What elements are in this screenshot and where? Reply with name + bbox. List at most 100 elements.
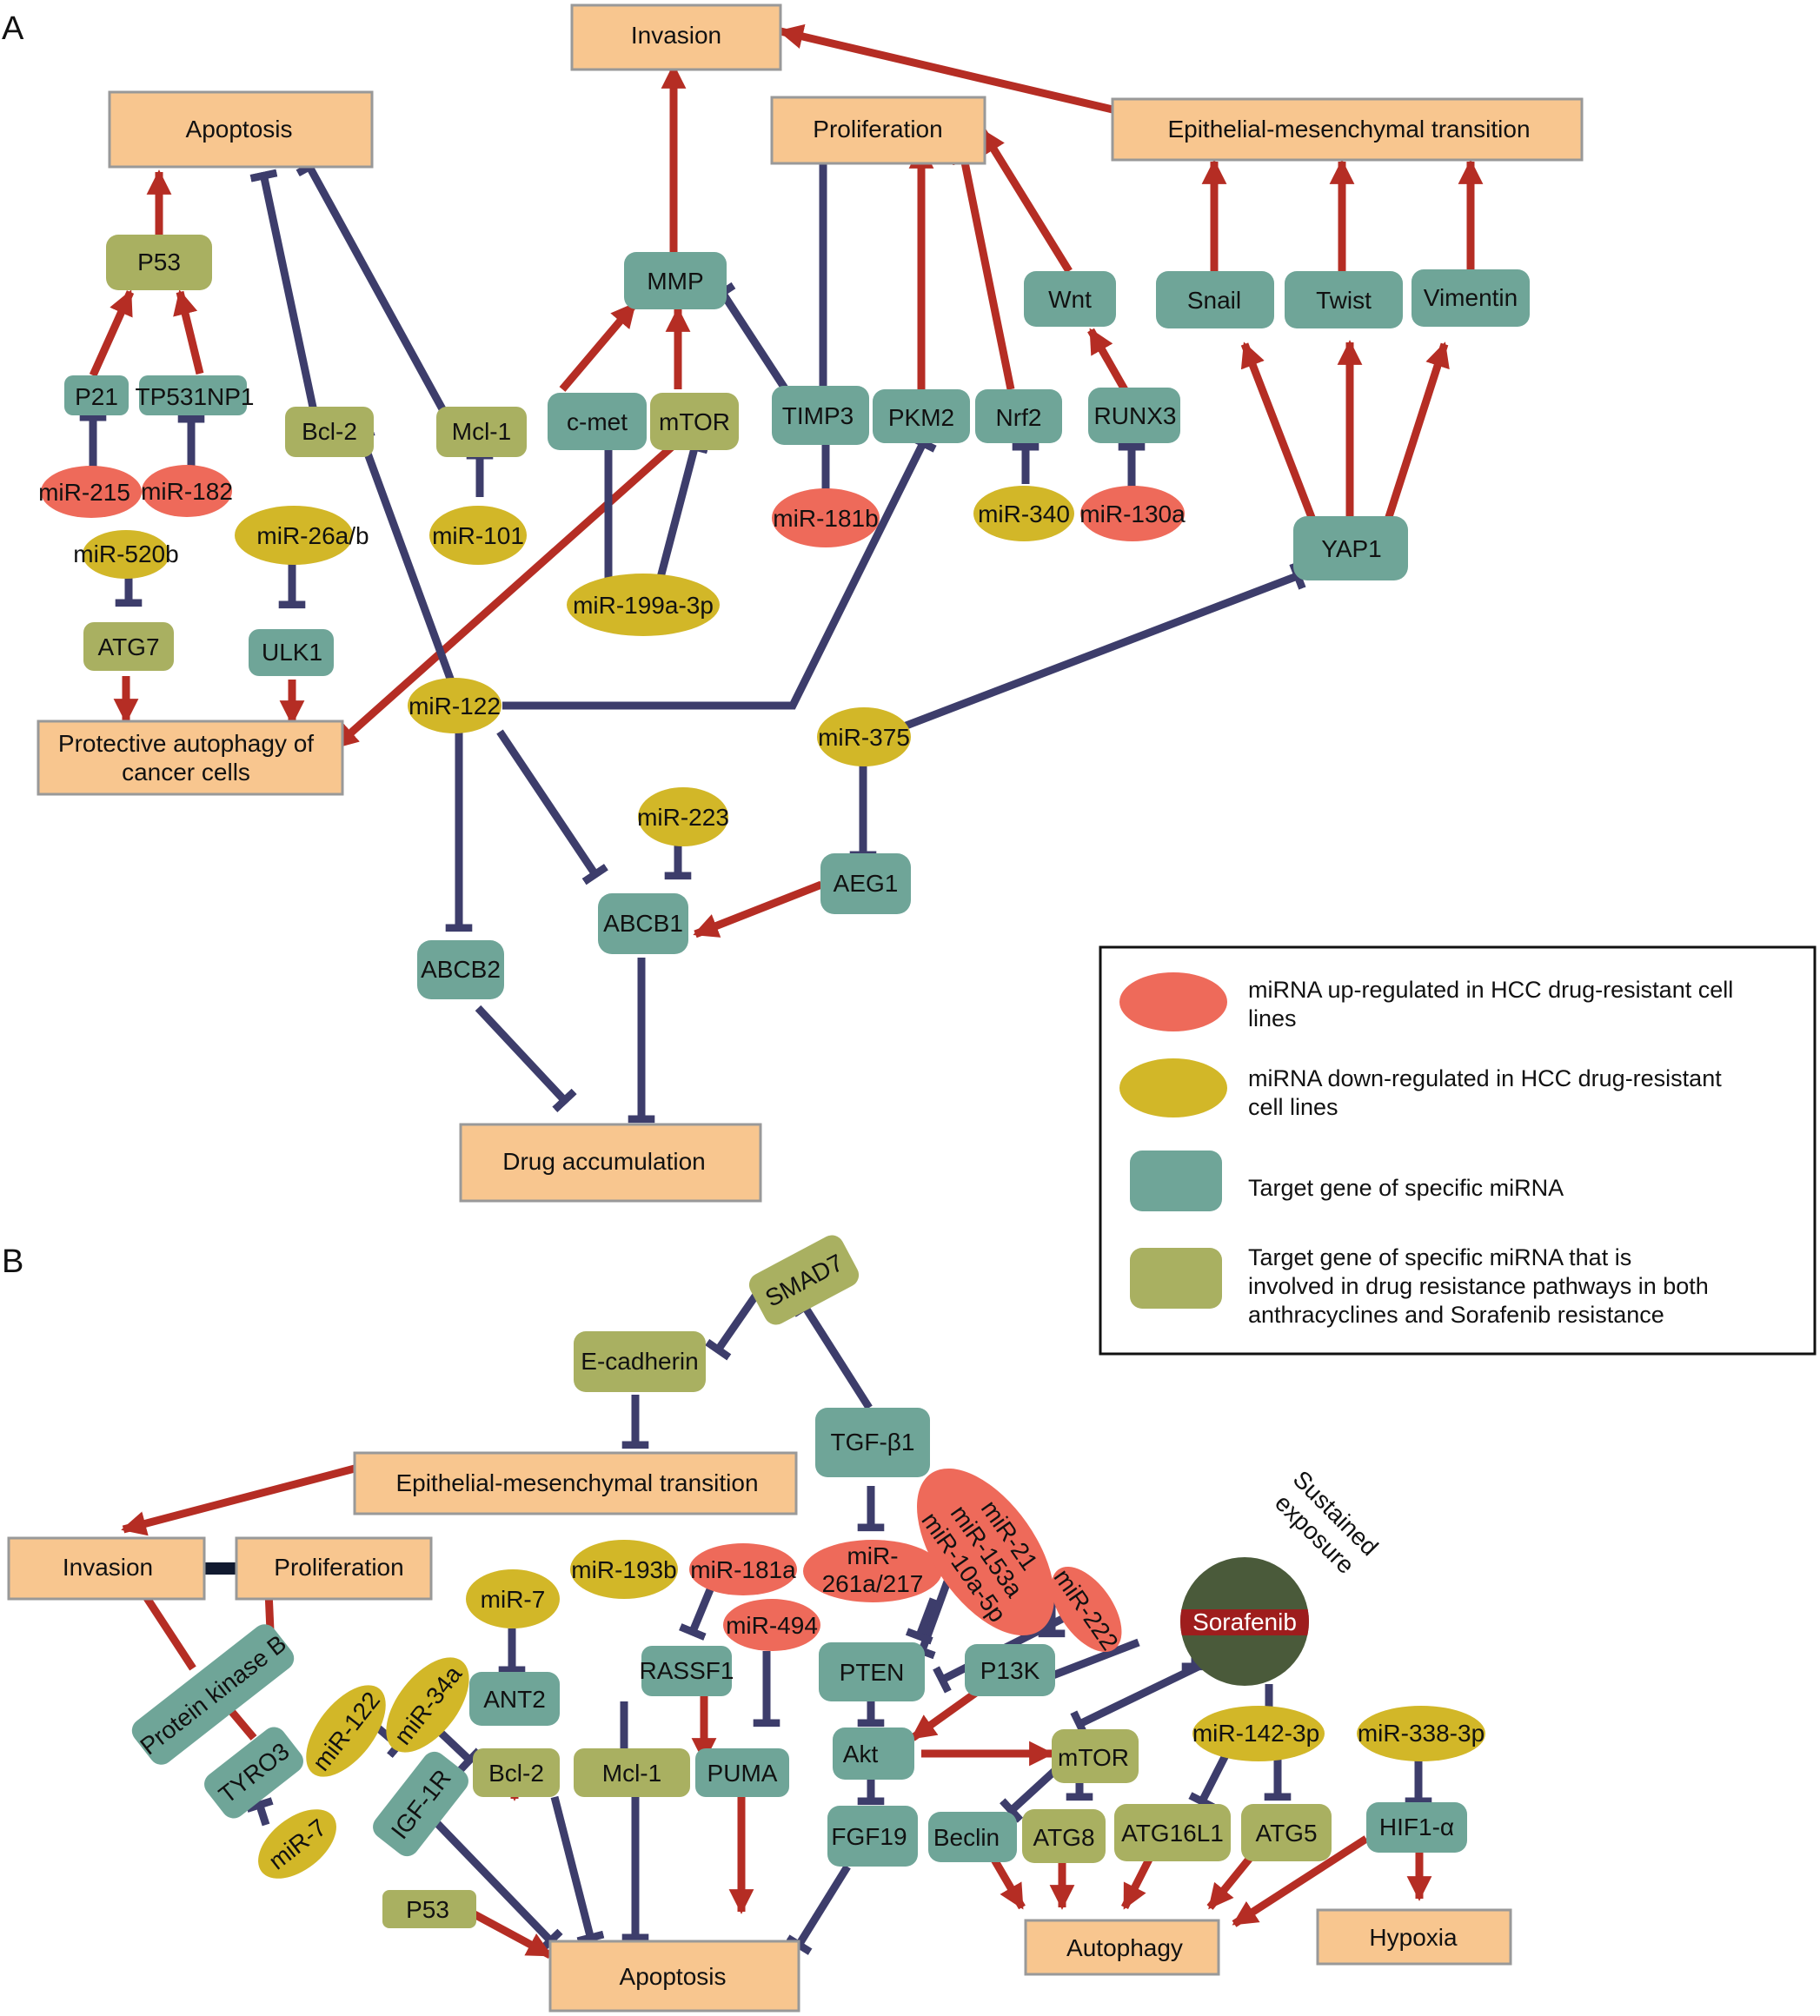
svg-text:Apoptosis: Apoptosis [620, 1963, 727, 1990]
gene-smad7: SMAD7 [748, 1235, 860, 1325]
gene-beclin: Beclin [928, 1812, 1017, 1862]
mirna-mir-181a: miR-181a [689, 1543, 797, 1595]
svg-text:Invasion: Invasion [63, 1554, 153, 1581]
svg-text:cancer cells: cancer cells [122, 759, 250, 786]
svg-text:miR-520b: miR-520b [73, 540, 178, 567]
gene-p21: P21 [64, 375, 129, 415]
mirna-mir-494: miR-494 [723, 1599, 820, 1651]
svg-text:Sorafenib: Sorafenib [1192, 1608, 1297, 1635]
svg-text:c-met: c-met [567, 408, 628, 435]
svg-text:RUNX3: RUNX3 [1094, 402, 1177, 429]
activation-edges-a [89, 23, 1484, 938]
process-proliferation-b: Proliferation [235, 1536, 433, 1601]
process-apoptosis-b: Apoptosis [548, 1940, 800, 2013]
gene-mtor-b: mTOR [1052, 1729, 1139, 1783]
gene-timp3: TIMP3 [772, 386, 869, 445]
svg-text:Mcl-1: Mcl-1 [452, 418, 511, 445]
svg-text:miR-101: miR-101 [432, 522, 524, 549]
legend-target-label: Target gene of specific miRNA [1248, 1175, 1564, 1201]
svg-text:Bcl-2: Bcl-2 [302, 418, 357, 445]
gene-pten: PTEN [819, 1642, 925, 1701]
gene-runx3: RUNX3 [1088, 388, 1180, 443]
gene-atg16l1: ATG16L1 [1114, 1804, 1231, 1861]
svg-text:lines: lines [1248, 1005, 1297, 1031]
gene-vimentin: Vimentin [1411, 269, 1530, 327]
svg-text:miR-340: miR-340 [978, 501, 1070, 527]
svg-text:Nrf2: Nrf2 [996, 404, 1042, 431]
mirna-mir-142-3p: miR-142-3p [1192, 1706, 1325, 1761]
svg-text:cell lines: cell lines [1248, 1094, 1338, 1120]
mirna-mir-215: miR-215 [38, 466, 142, 518]
svg-text:PUMA: PUMA [707, 1760, 778, 1787]
svg-text:MMP: MMP [647, 268, 703, 295]
gene-abcb2: ABCB2 [417, 940, 504, 999]
gene-rassf1: RASSF1 [640, 1646, 734, 1696]
svg-text:ABCB1: ABCB1 [603, 910, 683, 937]
process-proliferation-a: Proliferation [770, 96, 986, 165]
svg-text:Invasion: Invasion [631, 22, 721, 49]
gene-e-cadherin: E-cadherin [574, 1331, 706, 1392]
gene-mcl1-a: Mcl-1 [436, 407, 527, 457]
gene-puma: PUMA [695, 1748, 789, 1797]
gene-tp53inp1: TP531NP1 [136, 375, 254, 415]
gene-yap1: YAP1 [1293, 516, 1408, 580]
gene-pkm2: PKM2 [873, 389, 970, 443]
svg-text:miR-122: miR-122 [409, 693, 501, 720]
svg-text:Proliferation: Proliferation [813, 116, 942, 143]
svg-text:Epithelial-mesenchymal transit: Epithelial-mesenchymal transition [395, 1469, 758, 1496]
svg-text:Proliferation: Proliferation [274, 1554, 403, 1581]
svg-text:Beclin: Beclin [933, 1824, 1000, 1851]
svg-text:Vimentin: Vimentin [1424, 284, 1518, 311]
legend-swatch-shared [1130, 1248, 1222, 1309]
svg-text:miR-199a-3p: miR-199a-3p [573, 592, 714, 619]
gene-tgf-b1: TGF-β1 [815, 1408, 930, 1477]
panel-b-label: B [2, 1243, 23, 1280]
svg-text:mTOR: mTOR [659, 408, 730, 435]
gene-p13k: P13K [965, 1644, 1055, 1696]
svg-text:Autophagy: Autophagy [1066, 1934, 1183, 1961]
gene-twist: Twist [1285, 271, 1403, 328]
gene-atg5: ATG5 [1241, 1804, 1332, 1861]
svg-text:HIF1-α: HIF1-α [1379, 1814, 1454, 1840]
svg-text:miR-: miR- [847, 1542, 898, 1569]
svg-text:FGF19: FGF19 [831, 1823, 907, 1850]
svg-text:miR-142-3p: miR-142-3p [1192, 1720, 1319, 1747]
svg-text:PKM2: PKM2 [888, 404, 954, 431]
svg-text:miR-193b: miR-193b [571, 1556, 676, 1583]
legend: miRNA up-regulated in HCC drug-resistant… [1099, 945, 1817, 1356]
svg-text:miR-338-3p: miR-338-3p [1358, 1720, 1485, 1747]
mirna-mir-199a-3p: miR-199a-3p [567, 574, 720, 636]
svg-text:miR-181a: miR-181a [690, 1556, 796, 1583]
svg-text:TGF-β1: TGF-β1 [831, 1429, 915, 1456]
process-hypoxia: Hypoxia [1316, 1908, 1512, 1966]
svg-text:ULK1: ULK1 [262, 639, 322, 666]
mirna-mir-122-a: miR-122 [408, 678, 501, 733]
svg-text:TIMP3: TIMP3 [782, 402, 854, 429]
gene-fgf19: FGF19 [827, 1806, 918, 1867]
process-invasion-a: Invasion [570, 3, 782, 71]
legend-swatch-down [1119, 1058, 1227, 1117]
gene-mtor-a: mTOR [650, 393, 739, 450]
drug-sorafenib: Sorafenib [1180, 1557, 1309, 1686]
process-autophagy-b: Autophagy [1024, 1919, 1220, 1976]
sustained-exposure-label: Sustained exposure [1270, 1465, 1384, 1579]
gene-p53-b: P53 [382, 1890, 476, 1928]
svg-text:ATG7: ATG7 [97, 633, 159, 660]
mirna-mir-338-3p: miR-338-3p [1357, 1706, 1485, 1761]
svg-text:Epithelial-mesenchymal transit: Epithelial-mesenchymal transition [1167, 116, 1530, 143]
mirna-mir-340: miR-340 [973, 486, 1074, 541]
gene-nrf2: Nrf2 [975, 389, 1062, 443]
gene-bcl2-b: Bcl-2 [473, 1748, 560, 1797]
svg-text:P21: P21 [75, 383, 118, 410]
edges [79, 23, 1484, 1959]
mirna-mir-101: miR-101 [429, 506, 527, 565]
gene-mcl1-b: Mcl-1 [574, 1748, 690, 1797]
legend-swatch-target [1130, 1151, 1222, 1211]
mirna-mir-223: miR-223 [637, 787, 729, 846]
svg-text:Twist: Twist [1316, 287, 1372, 314]
svg-text:P53: P53 [406, 1896, 449, 1923]
svg-text:miR-375: miR-375 [818, 724, 910, 751]
process-invasion-b: Invasion [7, 1536, 206, 1601]
gene-wnt: Wnt [1024, 271, 1116, 327]
gene-atg7: ATG7 [83, 622, 174, 671]
